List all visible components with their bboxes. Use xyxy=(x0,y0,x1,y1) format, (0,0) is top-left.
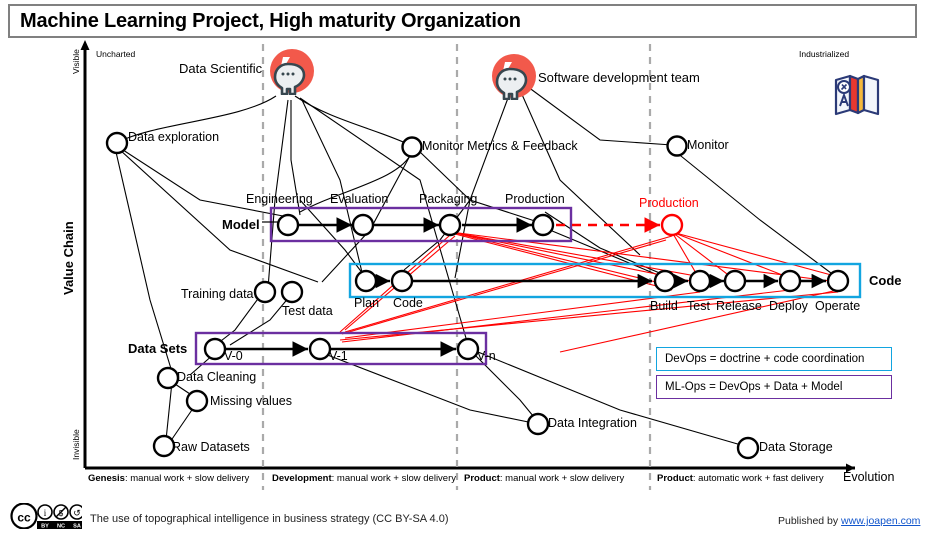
zone-label-uncharted: Uncharted xyxy=(96,49,136,59)
stage-label-dataset-v1: V-1 xyxy=(329,349,348,363)
legend-devops: DevOps = doctrine + code coordination xyxy=(656,347,892,371)
svg-text:↺: ↺ xyxy=(73,508,81,518)
person-head-icon xyxy=(490,52,538,101)
stage-label-model-evaluation: Evaluation xyxy=(330,192,389,206)
svg-text:$: $ xyxy=(59,509,64,518)
stage-label-code-deploy: Deploy xyxy=(769,299,808,313)
node-label-data-exploration: Data exploration xyxy=(128,130,220,144)
node-monitor-metrics xyxy=(401,136,423,158)
node-data-storage xyxy=(736,436,760,460)
stage-label-model-engineering: Engineering xyxy=(246,192,313,206)
stage-label-code-operate: Operate xyxy=(815,299,861,313)
node-training-data xyxy=(253,280,277,304)
page-title-bar: Machine Learning Project, High maturity … xyxy=(8,4,917,38)
actor-label-software-dev-team: Software development team xyxy=(538,70,700,85)
node-data-cleaning xyxy=(156,366,180,390)
node-label-missing-values: Missing values xyxy=(210,394,292,408)
cc-mark-sa: SA xyxy=(73,523,81,529)
map-compass-icon xyxy=(832,68,882,118)
actor-label-data-scientific: Data Scientific xyxy=(179,61,263,76)
stage-label-code-plan: Plan xyxy=(354,296,380,310)
publisher-prefix: Published by xyxy=(778,515,842,527)
dependency-links xyxy=(109,83,836,448)
stage-caption-development-bold: Development xyxy=(272,473,332,484)
axis-label-visible: Visible xyxy=(71,49,81,74)
stage-label-dataset-vn: V-n xyxy=(477,349,496,363)
node-label-monitor: Monitor xyxy=(687,138,729,152)
stage-caption-genesis: Genesis: manual work + slow delivery xyxy=(88,474,249,484)
row-label-model: Model xyxy=(222,217,260,232)
person-head-icon xyxy=(268,47,316,96)
stage-label-code-test: Test xyxy=(687,299,710,313)
cc-mark-by: BY xyxy=(41,523,49,529)
node-raw-datasets xyxy=(152,434,176,458)
node-label-raw-datasets: Raw Datasets xyxy=(172,440,250,454)
legend-mlops-text: ML-Ops = DevOps + Data + Model xyxy=(665,381,843,393)
stage-label-dataset-v0: V-0 xyxy=(224,349,243,363)
publisher-line: Published by www.joapen.com xyxy=(778,515,920,527)
row-label-code: Code xyxy=(869,273,902,288)
stage-caption-genesis-rest: : manual work + slow delivery xyxy=(124,473,250,484)
node-data-integration xyxy=(526,412,550,436)
node-label-production-red: Production xyxy=(639,196,699,210)
node-monitor xyxy=(666,135,688,157)
datasets-pipeline-nodes xyxy=(203,337,480,361)
node-label-test-data: Test data xyxy=(282,304,333,318)
node-label-monitor-metrics: Monitor Metrics & Feedback xyxy=(422,139,578,153)
node-missing-values xyxy=(185,389,209,413)
stage-label-model-production: Production xyxy=(505,192,565,206)
model-pipeline-box xyxy=(269,206,573,243)
zone-label-industrialized: Industrialized xyxy=(799,49,850,59)
node-label-data-storage: Data Storage xyxy=(759,440,833,454)
creative-commons-badge: cc i $ ↺ BY NC SA xyxy=(10,502,85,530)
page-title: Machine Learning Project, High maturity … xyxy=(20,9,521,32)
stage-caption-product-automatic: Product: automatic work + fast delivery xyxy=(657,474,824,484)
node-label-data-cleaning: Data Cleaning xyxy=(177,370,257,384)
stage-caption-product-automatic-bold: Product xyxy=(657,473,693,484)
axis-label-value-chain: Value Chain xyxy=(61,221,76,295)
code-pipeline-nodes xyxy=(354,269,850,293)
node-test-data xyxy=(280,280,304,304)
stage-caption-product-manual-rest: : manual work + slow delivery xyxy=(499,473,625,484)
license-text: The use of topographical intelligence in… xyxy=(90,513,449,525)
row-label-data-sets: Data Sets xyxy=(128,341,188,356)
stage-caption-development: Development: manual work + slow delivery xyxy=(272,474,456,484)
axis-label-invisible: Invisible xyxy=(71,429,81,460)
stage-label-code-build: Build xyxy=(650,299,678,313)
datasets-pipeline-box xyxy=(194,331,488,366)
cc-mark-nc: NC xyxy=(57,523,65,529)
stage-caption-product-manual-bold: Product xyxy=(464,473,500,484)
model-pipeline-nodes xyxy=(276,213,555,237)
code-pipeline-box xyxy=(348,262,862,299)
axis-lines xyxy=(80,40,855,473)
stage-caption-genesis-bold: Genesis xyxy=(88,473,125,484)
node-label-data-integration: Data Integration xyxy=(548,416,637,430)
stage-caption-development-rest: : manual work + slow delivery xyxy=(331,473,456,484)
svg-text:cc: cc xyxy=(17,511,31,525)
stage-caption-product-automatic-rest: : automatic work + fast delivery xyxy=(692,473,824,484)
production-transition-arrow xyxy=(556,213,684,237)
stage-label-model-packaging: Packaging xyxy=(419,192,478,206)
svg-text:i: i xyxy=(44,508,47,518)
stage-caption-product-manual: Product: manual work + slow delivery xyxy=(464,474,624,484)
legend-mlops: ML-Ops = DevOps + Data + Model xyxy=(656,375,892,399)
legend-devops-text: DevOps = doctrine + code coordination xyxy=(665,353,865,365)
axis-label-evolution: Evolution xyxy=(843,470,895,484)
stage-label-code-code: Code xyxy=(393,296,423,310)
standalone-nodes xyxy=(105,131,760,460)
node-label-training-data: Training data xyxy=(181,287,254,301)
node-data-exploration xyxy=(105,131,129,155)
publisher-link[interactable]: www.joapen.com xyxy=(841,515,921,527)
stage-label-code-release: Release xyxy=(716,299,762,313)
